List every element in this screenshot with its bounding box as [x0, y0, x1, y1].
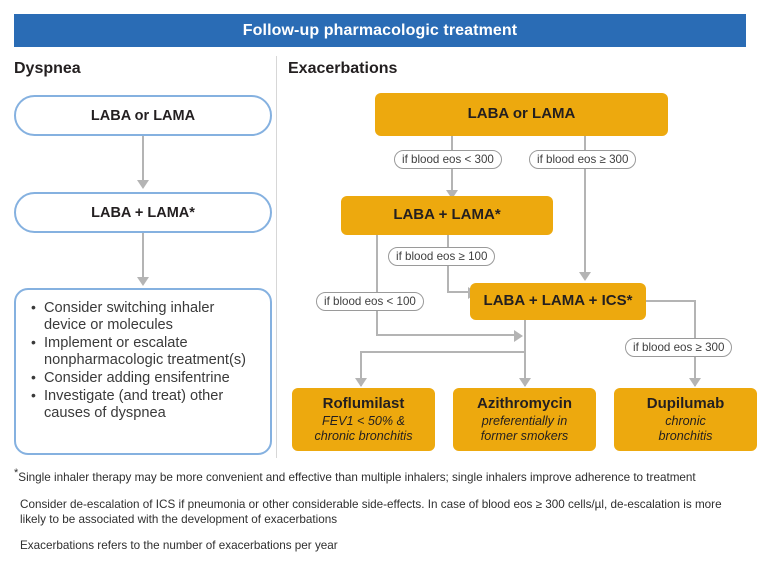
- connector-ics-to-dupilumab-h: [646, 300, 696, 302]
- outcome-detail-line1: FEV1 < 50% &: [322, 413, 405, 428]
- dyspnea-recommendations-list: Consider switching inhaler device or mol…: [28, 299, 260, 422]
- outcome-box-dupilumab[interactable]: Dupilumab chronic bronchitis: [614, 388, 757, 451]
- outcome-detail-line1: preferentially in: [481, 413, 568, 428]
- list-item: Implement or escalate nonpharmacologic t…: [31, 334, 260, 369]
- footnote-asterisk: *Single inhaler therapy may be more conv…: [14, 466, 754, 485]
- arrow-to-dupilumab: [689, 378, 701, 387]
- exacerbations-step1-label: LABA or LAMA: [467, 105, 576, 123]
- dyspnea-arrow-2: [137, 277, 149, 286]
- outcome-name: Roflumilast: [322, 394, 405, 412]
- arrow-eos-lt-100: [514, 330, 523, 342]
- outcome-name: Azithromycin: [476, 394, 572, 412]
- outcome-detail-line2: former smokers: [480, 428, 569, 443]
- outcome-box-roflumilast[interactable]: Roflumilast FEV1 < 50% & chronic bronchi…: [292, 388, 435, 451]
- outcome-detail-line2: bronchitis: [658, 428, 713, 443]
- list-item: Investigate (and treat) other causes of …: [31, 387, 260, 422]
- column-title-dyspnea: Dyspnea: [14, 60, 81, 77]
- outcome-name: Dupilumab: [646, 394, 725, 412]
- connector-ics-trunk: [524, 320, 526, 386]
- dyspnea-step2-box[interactable]: LABA + LAMA*: [14, 192, 272, 233]
- dyspnea-connector-1: [142, 136, 144, 182]
- chip-eos-lt-300: if blood eos < 300: [394, 150, 502, 169]
- exacerbations-step3-box[interactable]: LABA + LAMA + ICS*: [470, 283, 646, 320]
- outcome-box-azithromycin[interactable]: Azithromycin preferentially in former sm…: [453, 388, 596, 451]
- connector-eos-lt-100-h: [376, 334, 516, 336]
- connector-eos-lt-100-v: [376, 235, 378, 336]
- exacerbations-step2-label: LABA + LAMA*: [393, 206, 501, 224]
- column-divider: [276, 56, 277, 458]
- column-title-exacerbations: Exacerbations: [288, 60, 398, 77]
- footnote-marker: *: [14, 467, 19, 479]
- connector-step1-to-ics: [584, 136, 586, 275]
- footnote-exacerbations-definition: Exacerbations refers to the number of ex…: [20, 539, 338, 552]
- chip-eos-ge-300-right: if blood eos ≥ 300: [625, 338, 733, 357]
- page-title: Follow-up pharmacologic treatment: [14, 14, 746, 47]
- connector-step2-to-ics-h: [447, 291, 470, 293]
- connector-to-roflumilast: [360, 351, 362, 386]
- arrow-to-azithromycin: [519, 378, 531, 387]
- chip-eos-ge-100: if blood eos ≥ 100: [388, 247, 496, 266]
- outcome-detail-line1: chronic: [665, 413, 706, 428]
- exacerbations-step2-box[interactable]: LABA + LAMA*: [341, 196, 553, 235]
- footnote-de-escalation: Consider de-escalation of ICS if pneumon…: [20, 498, 722, 527]
- chip-eos-lt-100: if blood eos < 100: [316, 292, 424, 311]
- exacerbations-step1-box[interactable]: LABA or LAMA: [375, 93, 668, 136]
- connector-bottom-distributor: [360, 351, 526, 353]
- chip-eos-ge-300-top: if blood eos ≥ 300: [529, 150, 637, 169]
- dyspnea-arrow-1: [137, 180, 149, 189]
- arrow-step1-to-ics: [579, 272, 591, 281]
- list-item: Consider adding ensifentrine: [31, 369, 260, 387]
- arrow-to-roflumilast: [355, 378, 367, 387]
- list-item: Consider switching inhaler device or mol…: [31, 299, 260, 334]
- exacerbations-step3-label: LABA + LAMA + ICS*: [483, 292, 633, 310]
- arrow-step1-to-step2: [446, 190, 458, 199]
- dyspnea-recommendations-box: Consider switching inhaler device or mol…: [14, 288, 272, 455]
- outcome-detail-line2: chronic bronchitis: [314, 428, 413, 443]
- footnote-text: Single inhaler therapy may be more conve…: [18, 470, 696, 484]
- dyspnea-step1-box[interactable]: LABA or LAMA: [14, 95, 272, 136]
- dyspnea-connector-2: [142, 233, 144, 279]
